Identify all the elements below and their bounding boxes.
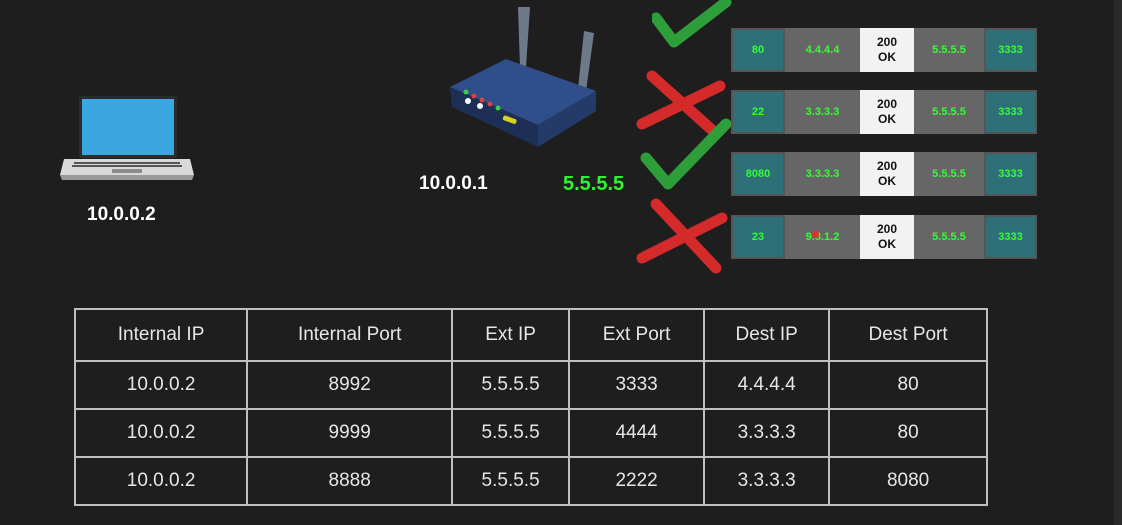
router-external-ip-label: 5.5.5.5: [563, 173, 625, 195]
packet-source-ip: 3.3.3.3: [785, 90, 860, 134]
table-cell: 8888: [246, 456, 454, 506]
packet-source-port: 23: [731, 215, 785, 259]
window-edge: [1114, 0, 1122, 525]
table-cell: 10.0.0.2: [73, 360, 249, 410]
packet-row: 22 3.3.3.3 200 OK 5.5.5.5 3333: [731, 90, 1037, 134]
packet-dest-port: 3333: [984, 90, 1037, 134]
column-header: Ext Port: [567, 308, 706, 362]
cross-icon: [636, 198, 728, 274]
payload-status-text: OK: [878, 112, 896, 126]
packet-source-port: 80: [731, 28, 785, 72]
table-cell: 4444: [567, 408, 706, 458]
payload-status-code: 200: [876, 97, 898, 111]
packet-source-ip: 9.8.1.2: [785, 215, 860, 259]
table-cell: 4.4.4.4: [703, 360, 831, 410]
table-cell: 5.5.5.5: [451, 360, 570, 410]
table-cell: 80: [828, 408, 988, 458]
table-cell: 5.5.5.5: [451, 408, 570, 458]
table-cell: 8992: [246, 360, 454, 410]
packet-source-ip: 3.3.3.3: [785, 152, 860, 196]
payload-status-code: 200: [876, 159, 898, 173]
payload-status-text: OK: [878, 50, 896, 64]
table-row: 10.0.0.2 8992 5.5.5.5 3333 4.4.4.4 80: [73, 360, 988, 410]
table-cell: 2222: [567, 456, 706, 506]
table-cell: 10.0.0.2: [73, 456, 249, 506]
table-row: 10.0.0.2 8888 5.5.5.5 2222 3.3.3.3 8080: [73, 456, 988, 506]
payload-status-text: OK: [878, 237, 896, 251]
cross-icon: [636, 70, 726, 134]
packet-dest-ip: 5.5.5.5: [914, 90, 984, 134]
packet-payload: 200 OK: [860, 28, 914, 72]
packet-source-ip: 4.4.4.4: [785, 28, 860, 72]
column-header: Internal Port: [246, 308, 454, 362]
packet-row: 80 4.4.4.4 200 OK 5.5.5.5 3333: [731, 28, 1037, 72]
packet-payload: 200 OK: [860, 152, 914, 196]
table-cell: 3.3.3.3: [703, 408, 831, 458]
table-cell: 5.5.5.5: [451, 456, 570, 506]
table-cell: 10.0.0.2: [73, 408, 249, 458]
table-cell: 8080: [828, 456, 988, 506]
payload-status-text: OK: [878, 174, 896, 188]
table-cell: 3.3.3.3: [703, 456, 831, 506]
router-internal-ip-label: 10.0.0.1: [419, 173, 488, 194]
nat-table: Internal IP Internal Port Ext IP Ext Por…: [73, 308, 988, 506]
column-header: Internal IP: [73, 308, 249, 362]
packet-source-port: 22: [731, 90, 785, 134]
packet-source-port: 8080: [731, 152, 785, 196]
laptop-icon: [60, 96, 194, 180]
packet-dest-port: 3333: [984, 152, 1037, 196]
check-icon: [640, 118, 732, 190]
packet-dest-ip: 5.5.5.5: [914, 215, 984, 259]
packet-dest-ip: 5.5.5.5: [914, 152, 984, 196]
laptop-ip-label: 10.0.0.2: [87, 204, 156, 225]
packet-dest-port: 3333: [984, 215, 1037, 259]
column-header: Dest IP: [703, 308, 831, 362]
packet-row: 8080 3.3.3.3 200 OK 5.5.5.5 3333: [731, 152, 1037, 196]
packet-payload: 200 OK: [860, 90, 914, 134]
packet-payload: 200 OK: [860, 215, 914, 259]
packet-dest-ip: 5.5.5.5: [914, 28, 984, 72]
column-header: Dest Port: [828, 308, 988, 362]
payload-status-code: 200: [876, 222, 898, 236]
router-icon: [450, 7, 596, 147]
table-row: 10.0.0.2 9999 5.5.5.5 4444 3.3.3.3 80: [73, 408, 988, 458]
table-cell: 80: [828, 360, 988, 410]
check-icon: [652, 0, 732, 48]
pointer-dot: [812, 231, 819, 238]
table-header-row: Internal IP Internal Port Ext IP Ext Por…: [73, 308, 988, 362]
packet-row: 23 9.8.1.2 200 OK 5.5.5.5 3333: [731, 215, 1037, 259]
table-cell: 9999: [246, 408, 454, 458]
column-header: Ext IP: [451, 308, 570, 362]
packet-dest-port: 3333: [984, 28, 1037, 72]
table-cell: 3333: [567, 360, 706, 410]
payload-status-code: 200: [876, 35, 898, 49]
